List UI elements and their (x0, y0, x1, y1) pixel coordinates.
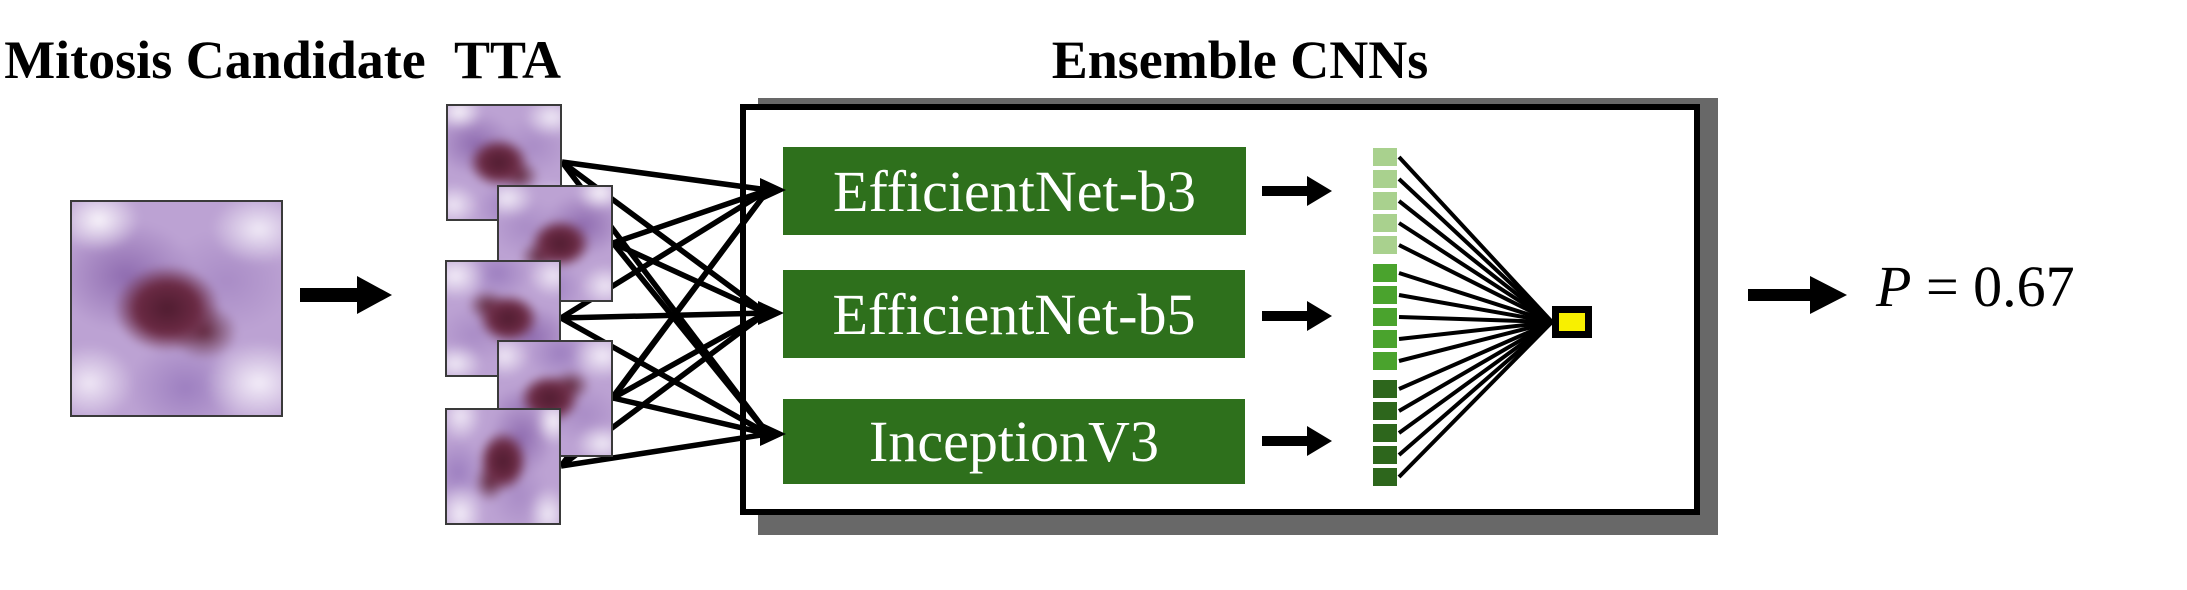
weight-square-InceptionV3 (1373, 380, 1397, 398)
weight-square-EfficientNet-b5 (1373, 352, 1397, 370)
probability-value: = 0.67 (1925, 254, 2075, 319)
model-box-inceptionv3: InceptionV3 (783, 399, 1245, 484)
weight-square-EfficientNet-b3 (1373, 148, 1397, 166)
weight-square-EfficientNet-b5 (1373, 286, 1397, 304)
tta-label: TTA (453, 30, 562, 90)
weight-square-EfficientNet-b3 (1373, 214, 1397, 232)
input-to-tta-arrow (300, 276, 392, 314)
weight-square-EfficientNet-b3 (1373, 170, 1397, 188)
mitosis-candidate-image (70, 200, 283, 417)
histology-texture (72, 202, 281, 415)
weight-square-InceptionV3 (1373, 424, 1397, 442)
final-output-arrow (1748, 276, 1847, 314)
model-label: EfficientNet-b5 (832, 281, 1196, 347)
ensemble-cnns-label: Ensemble CNNs (1051, 30, 1429, 90)
weight-square-EfficientNet-b5 (1373, 330, 1397, 348)
histology-texture (447, 410, 559, 523)
weight-square-InceptionV3 (1373, 446, 1397, 464)
probability-output: P = 0.67 (1876, 258, 2075, 316)
weight-square-InceptionV3 (1373, 402, 1397, 420)
model-label: EfficientNet-b3 (833, 158, 1196, 224)
mitosis-candidate-label: Mitosis Candidate (4, 30, 426, 90)
output-node (1552, 306, 1592, 338)
model-box-efficientnet-b3: EfficientNet-b3 (783, 147, 1246, 235)
model-box-efficientnet-b5: EfficientNet-b5 (783, 270, 1245, 358)
weight-square-InceptionV3 (1373, 468, 1397, 486)
probability-variable: P (1876, 254, 1912, 319)
weight-square-EfficientNet-b3 (1373, 236, 1397, 254)
weight-square-EfficientNet-b5 (1373, 308, 1397, 326)
tta-image-5 (445, 408, 561, 525)
model-label: InceptionV3 (869, 409, 1159, 474)
weight-square-EfficientNet-b5 (1373, 264, 1397, 282)
weight-square-EfficientNet-b3 (1373, 192, 1397, 210)
